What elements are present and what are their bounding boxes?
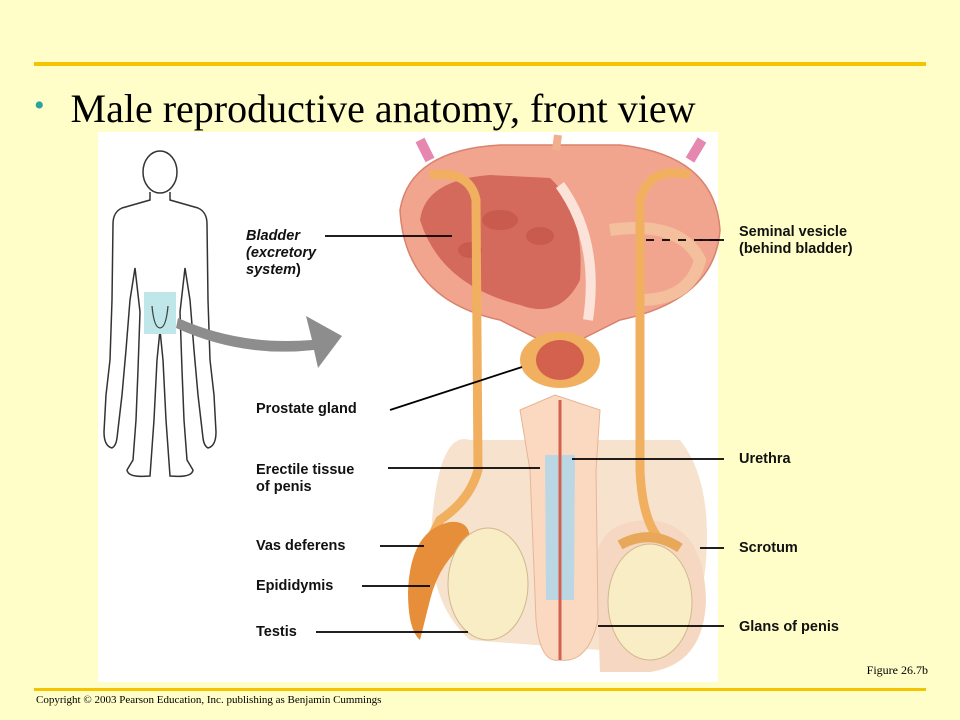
label-bladder-line3-main: system — [246, 262, 296, 278]
label-epididymis: Epididymis — [256, 578, 334, 594]
bullet-icon: • — [34, 89, 45, 122]
label-erectile-line1: Erectile tissue — [256, 462, 355, 478]
label-bladder-line1: Bladder — [246, 228, 300, 244]
label-bladder-line3-paren: ) — [295, 262, 301, 278]
top-rule — [34, 62, 926, 66]
label-testis: Testis — [256, 624, 297, 640]
label-seminal-vesicle: Seminal vesicle (behind bladder) — [739, 224, 853, 258]
label-vas-deferens: Vas deferens — [256, 538, 346, 554]
groin-sketch — [151, 305, 169, 329]
label-bladder-line2: (excretory — [246, 245, 317, 261]
label-glans-of-penis: Glans of penis — [739, 619, 839, 635]
label-seminal-vesicle-line2: (behind bladder) — [739, 241, 853, 257]
leader-lines — [316, 235, 724, 633]
label-bladder: Bladder (excretory system) — [246, 228, 316, 279]
label-urethra: Urethra — [739, 451, 791, 467]
label-seminal-vesicle-line1: Seminal vesicle — [739, 224, 848, 240]
highlight-region — [144, 292, 176, 334]
figure-reference: Figure 26.7b — [866, 663, 928, 677]
copyright-text: Copyright © 2003 Pearson Education, Inc.… — [36, 694, 382, 706]
label-prostate-gland: Prostate gland — [256, 401, 357, 417]
label-scrotum: Scrotum — [739, 540, 798, 556]
slide-title: • Male reproductive anatomy, front view — [34, 78, 695, 138]
arrow-icon — [176, 316, 342, 368]
bottom-rule — [34, 688, 926, 691]
prostate-leader — [389, 366, 523, 411]
reproductive-organs — [399, 134, 721, 672]
body-outline-figure — [103, 150, 217, 478]
label-erectile-line2: of penis — [256, 479, 312, 495]
label-erectile-tissue: Erectile tissue of penis — [256, 462, 354, 496]
label-bladder-line3: system) — [246, 262, 316, 279]
slide-title-text: Male reproductive anatomy, front view — [70, 85, 696, 131]
